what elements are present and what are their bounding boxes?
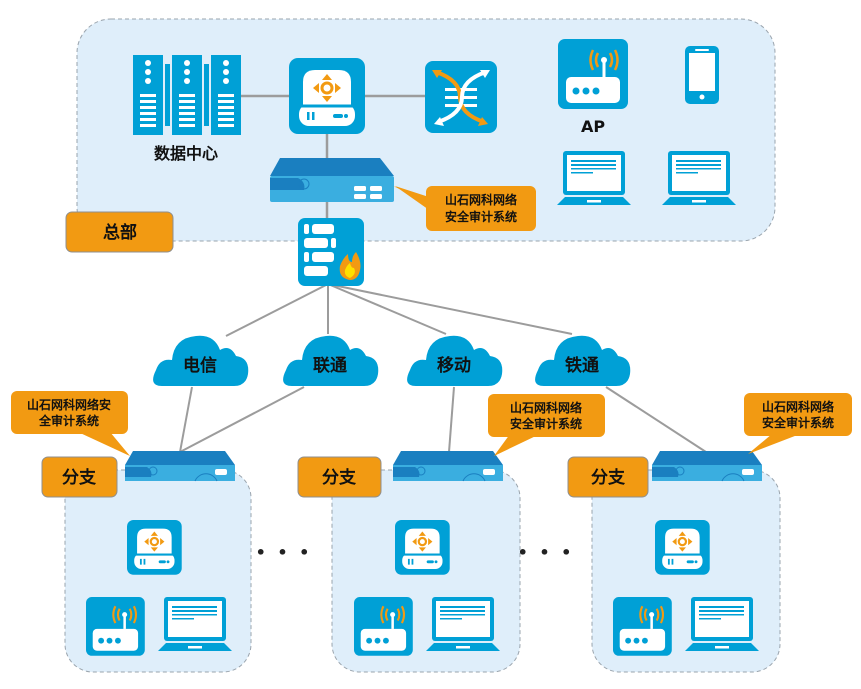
smartphone-icon xyxy=(685,46,719,104)
branch-tag xyxy=(41,456,118,498)
branch-ap-icon xyxy=(352,595,415,658)
callout-line-2: 安全审计系统 xyxy=(445,209,517,224)
isp-label: 铁通 xyxy=(565,355,599,376)
isp-label: 移动 xyxy=(437,355,471,376)
link-firewall-isp-3 xyxy=(327,283,447,335)
branch-router-icon xyxy=(125,518,183,576)
branch-audit-appliance-icon xyxy=(124,450,236,482)
callout-line-2: 安全审计系统 xyxy=(762,415,834,430)
server-connector xyxy=(204,64,209,126)
datacenter-servers xyxy=(133,55,241,135)
hq-router-icon xyxy=(287,56,367,136)
branch-ap-icon xyxy=(84,595,147,658)
isp-cloud-2: 联通 xyxy=(283,335,379,386)
branch-tag xyxy=(297,456,382,498)
callout-line-2: 全审计系统 xyxy=(38,413,99,428)
branch-3-audit-callout: 山石网科网络 安全审计系统 xyxy=(744,393,852,454)
callout-line-1: 山石网科网络 xyxy=(510,400,582,415)
hq-audit-callout: 山石网科网络 安全审计系统 xyxy=(393,186,536,231)
datacenter-label: 数据中心 xyxy=(154,144,218,163)
isp-cloud-3: 移动 xyxy=(407,335,503,386)
branch-audit-appliance-icon xyxy=(392,450,504,482)
hq-audit-appliance-icon xyxy=(269,157,395,203)
isp-cloud-1: 电信 xyxy=(153,335,249,386)
server-icon xyxy=(133,55,163,135)
branch-zone-3: 分支 xyxy=(567,450,781,673)
hq-links xyxy=(240,94,426,220)
branch-2-audit-callout: 山石网科网络 安全审计系统 xyxy=(488,394,605,456)
core-switch-icon xyxy=(425,61,497,133)
branch-router-icon xyxy=(653,518,711,576)
hq-tag: 总部 xyxy=(65,211,174,253)
branch-zone-2: 分支 xyxy=(297,450,521,673)
server-icon xyxy=(211,55,241,135)
link-isp-4-branch-3 xyxy=(605,386,707,453)
branch-tag xyxy=(567,456,649,498)
link-isp-1-branch-1 xyxy=(179,386,193,453)
isp-label: 电信 xyxy=(183,355,217,376)
ap-label: AP xyxy=(581,117,605,136)
wan-links xyxy=(179,283,707,453)
hq-tag-label: 总部 xyxy=(103,222,137,243)
callout-line-1: 山石网科网络 xyxy=(762,399,834,414)
branch-tag-label: 分支 xyxy=(62,467,97,488)
branch-ap-icon xyxy=(611,595,674,658)
link-firewall-isp-4 xyxy=(327,283,573,335)
branch-1-audit-callout: 山石网科网络安 全审计系统 xyxy=(11,391,130,456)
callout-line-1: 山石网科网络 xyxy=(445,192,517,207)
branch-tag-label: 分支 xyxy=(322,467,357,488)
server-connector xyxy=(165,64,170,126)
branch-zone-1: 分支 xyxy=(41,450,252,673)
branch-router-icon xyxy=(393,518,451,576)
link-isp-2-branch-1 xyxy=(179,386,305,453)
callout-line-2: 安全审计系统 xyxy=(510,416,582,431)
link-isp-3-branch-2 xyxy=(448,386,455,453)
callout-line-1: 山石网科网络安 xyxy=(27,397,111,412)
branch-audit-appliance-icon xyxy=(651,450,763,482)
branch-tag-label: 分支 xyxy=(591,467,626,488)
firewall-icon xyxy=(298,218,364,286)
ellipsis: • • • xyxy=(518,543,575,562)
server-icon xyxy=(172,55,202,135)
ellipsis: • • • xyxy=(256,543,313,562)
isp-cloud-4: 铁通 xyxy=(535,335,631,386)
hq-ap-icon xyxy=(556,37,630,111)
isp-label: 联通 xyxy=(313,356,347,376)
link-firewall-isp-1 xyxy=(225,283,329,337)
